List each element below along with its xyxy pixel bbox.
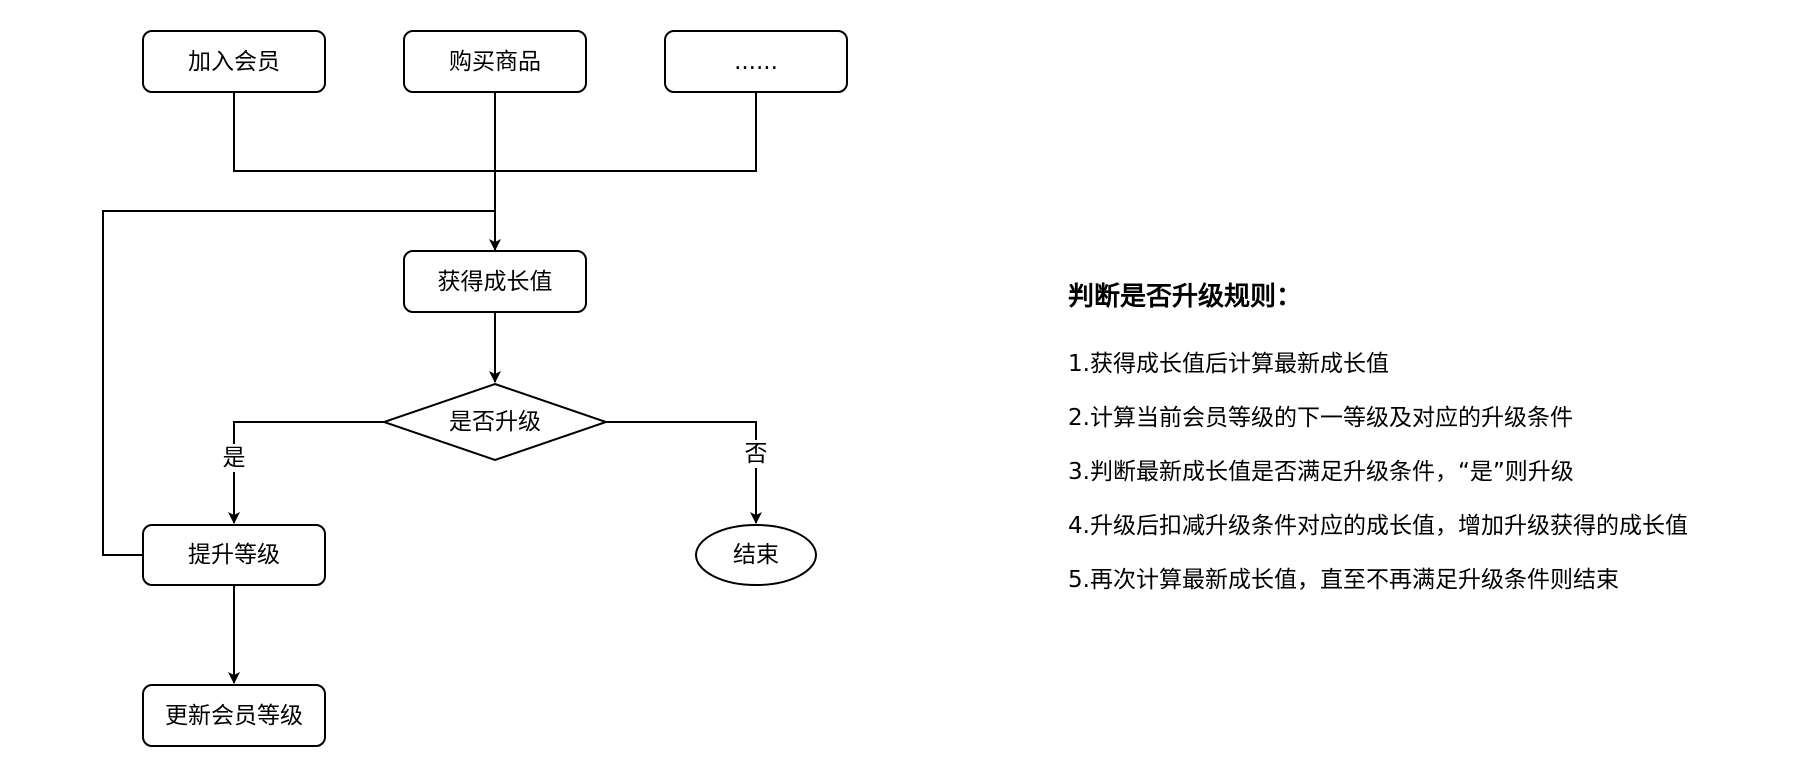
node-upgrade-decision: 是否升级	[380, 382, 610, 462]
rule-item: 1.获得成长值后计算最新成长值	[1068, 351, 1389, 377]
edge-yes	[228, 421, 384, 524]
node-gain-growth-label: 获得成长值	[438, 269, 553, 295]
edge-loop-back	[102, 210, 495, 556]
rule-item: 2.计算当前会员等级的下一等级及对应的升级条件	[1068, 405, 1573, 431]
edge-label-no-text: 否	[745, 441, 768, 467]
node-more-label: ......	[734, 49, 778, 75]
node-upgrade-level: 提升等级	[142, 524, 326, 586]
edge-label-no: 否	[742, 440, 770, 468]
rule-item: 5.再次计算最新成长值，直至不再满足升级条件则结束	[1068, 567, 1619, 593]
node-buy-goods-label: 购买商品	[449, 49, 541, 75]
node-buy-goods: 购买商品	[403, 30, 587, 93]
edge-label-yes-text: 是	[223, 445, 246, 471]
node-upgrade-level-label: 提升等级	[188, 542, 280, 568]
node-join-member: 加入会员	[142, 30, 326, 93]
edge-label-yes: 是	[220, 444, 248, 472]
node-update-level-label: 更新会员等级	[165, 703, 303, 729]
node-end: 结束	[695, 524, 817, 586]
edge-more-merge	[495, 92, 757, 172]
node-update-level: 更新会员等级	[142, 684, 326, 747]
rule-item: 4.升级后扣减升级条件对应的成长值，增加升级获得的成长值	[1068, 513, 1688, 539]
node-end-label: 结束	[733, 542, 779, 568]
edge-no	[606, 421, 762, 524]
upgrade-rules-panel: 判断是否升级规则： 1.获得成长值后计算最新成长值 2.计算当前会员等级的下一等…	[1068, 275, 1768, 619]
rule-item: 3.判断最新成长值是否满足升级条件，“是”则升级	[1068, 459, 1574, 485]
node-more: ......	[664, 30, 848, 93]
rules-title: 判断是否升级规则：	[1068, 282, 1303, 312]
rules-list: 1.获得成长值后计算最新成长值 2.计算当前会员等级的下一等级及对应的升级条件 …	[1068, 349, 1768, 595]
node-join-member-label: 加入会员	[188, 49, 280, 75]
node-gain-growth: 获得成长值	[403, 250, 587, 313]
flowchart: 加入会员 购买商品 ...... 获得成长值 是否升级 提升等级 结束 更新会员…	[102, 30, 848, 747]
node-upgrade-decision-label: 是否升级	[449, 409, 541, 435]
edge-join-member-merge	[233, 92, 495, 172]
